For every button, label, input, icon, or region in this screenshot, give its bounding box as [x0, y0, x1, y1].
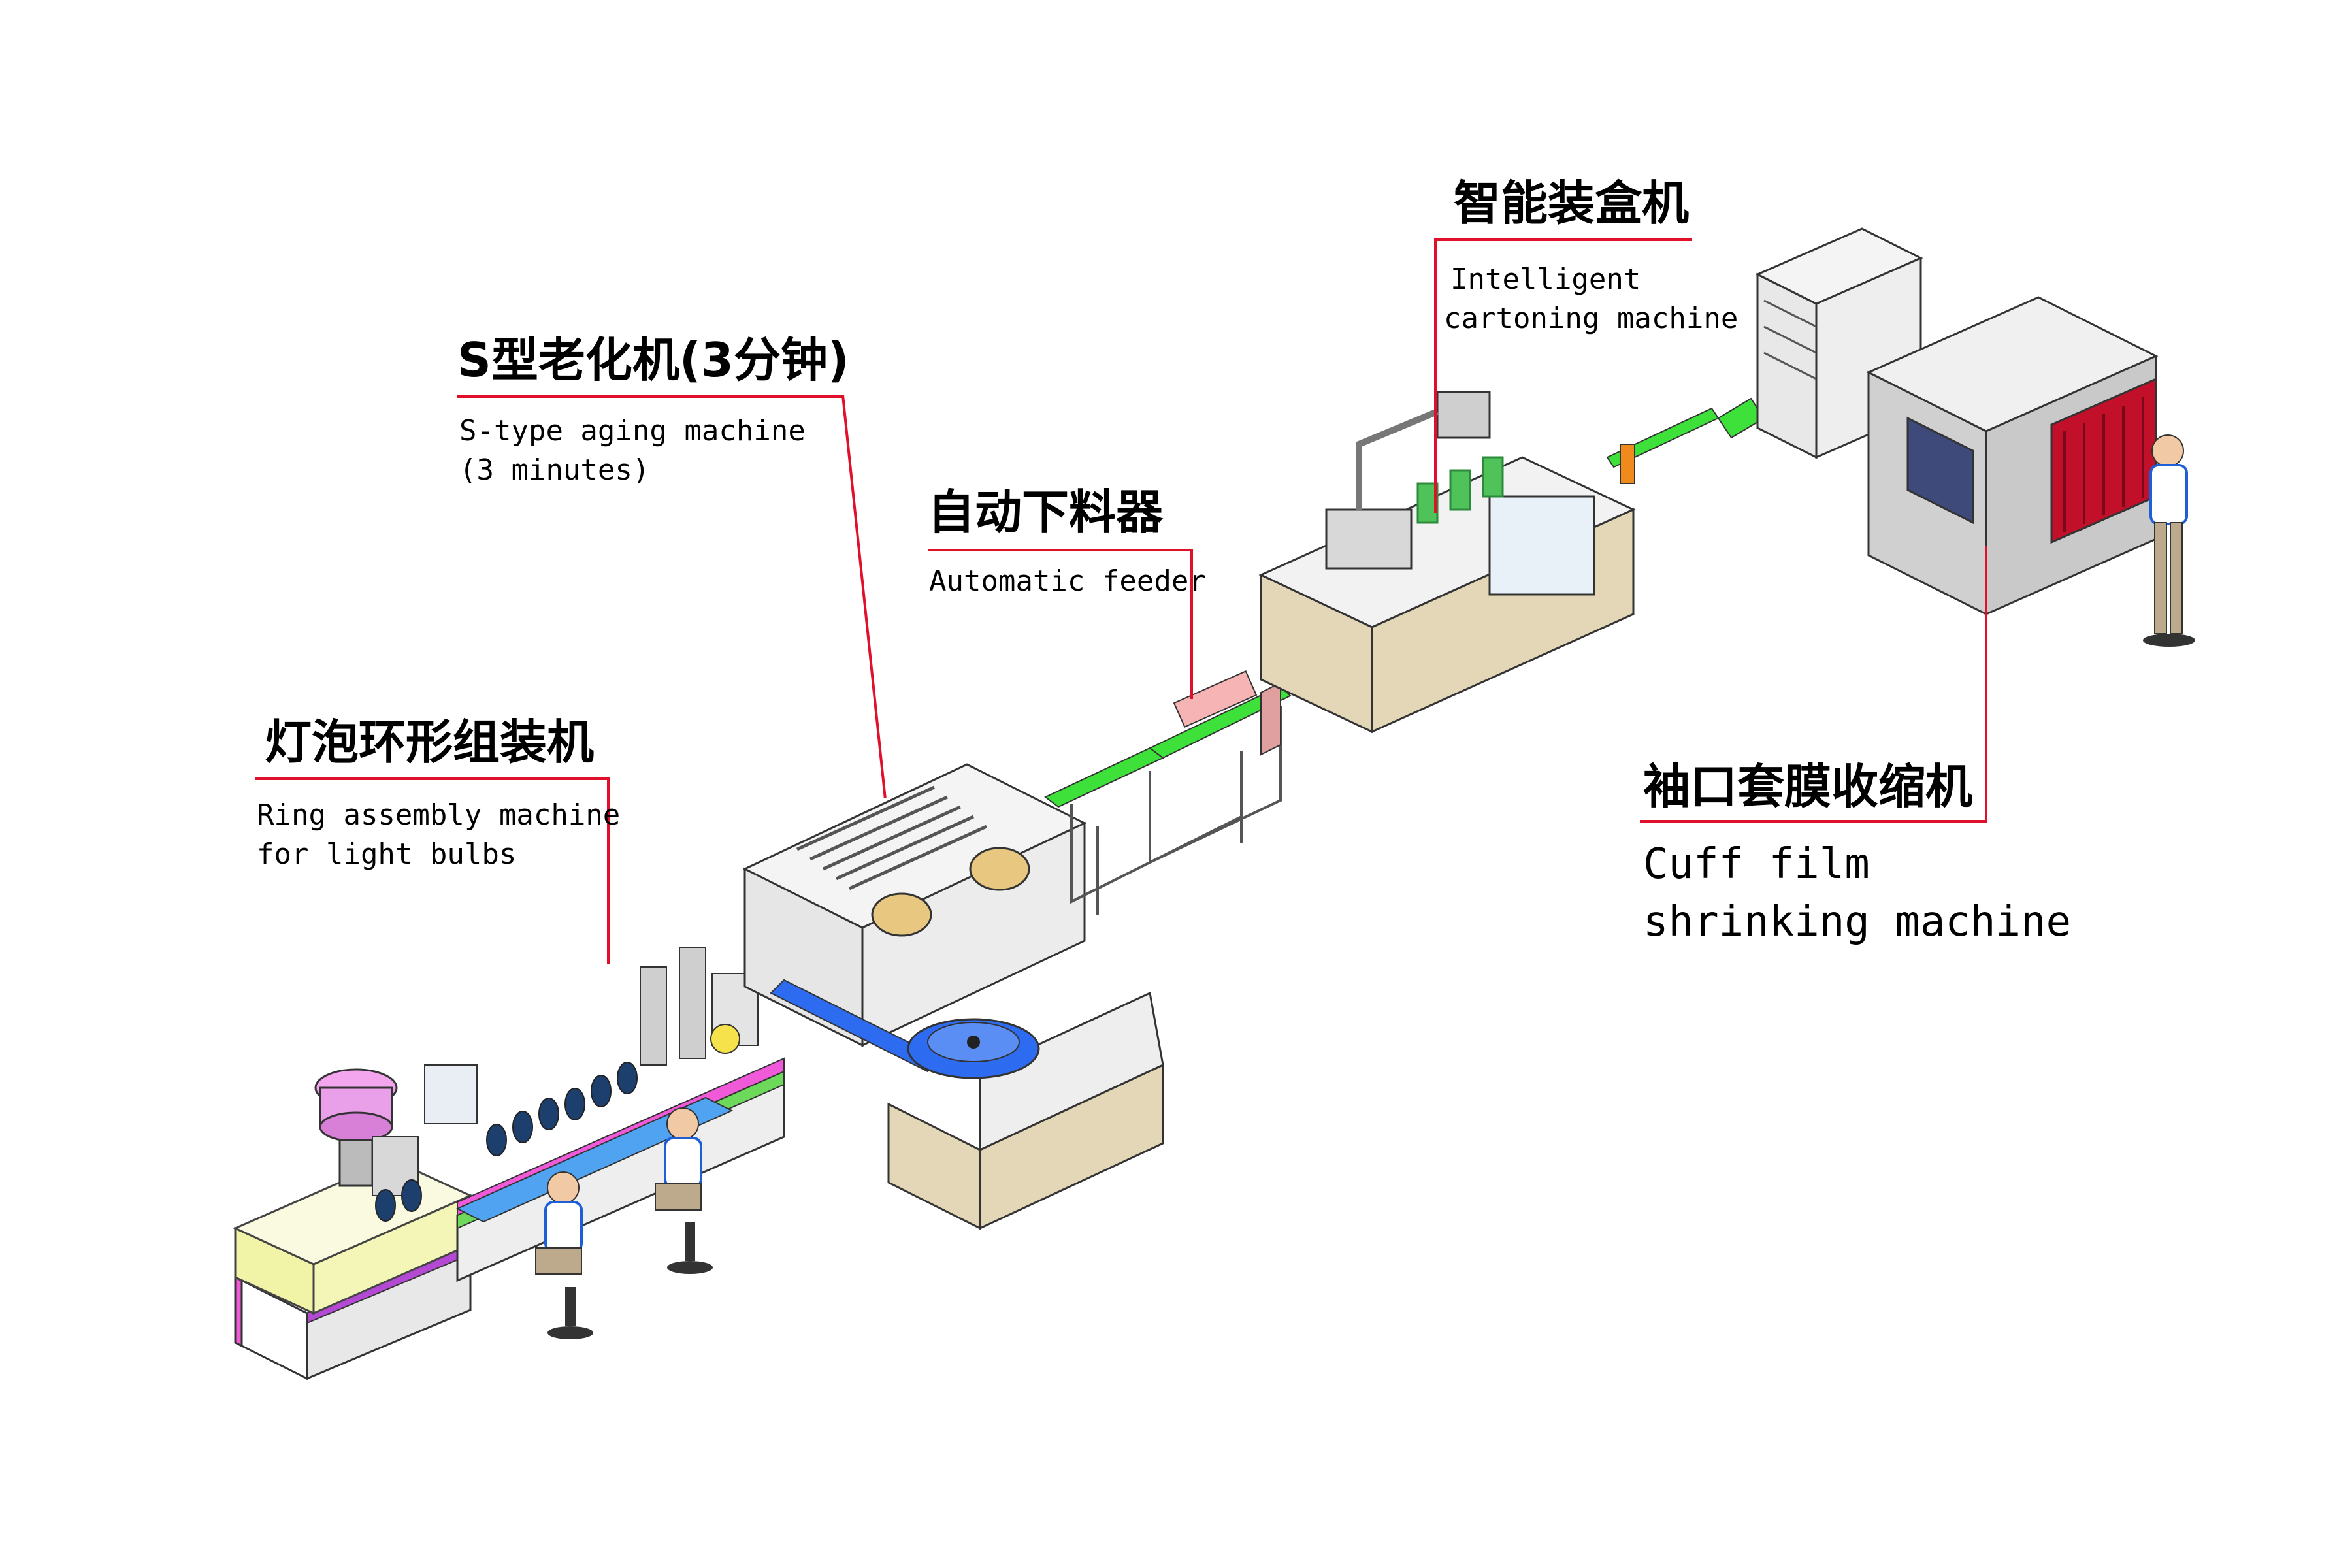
label-aging-en-2: (3 minutes)	[459, 453, 650, 487]
label-ring-zh: 灯泡环形组装机	[265, 715, 595, 770]
leader-line-ring-v	[607, 777, 610, 964]
label-aging-en-1: S-type aging machine	[459, 414, 806, 448]
leader-line-feeder-v	[1190, 549, 1193, 699]
label-cartoning-en-1: Intelligent	[1450, 263, 1641, 296]
conveyor-and-feeder	[1044, 670, 1292, 915]
vibratory-bowl-icon	[314, 1068, 398, 1187]
label-feeder-zh: 自动下料器	[928, 485, 1164, 540]
label-shrink-zh: 袖口套膜收缩机	[1643, 759, 1973, 814]
worker-figure-icon	[2143, 434, 2195, 647]
leader-line-shrink-h	[1640, 820, 1987, 823]
leader-line-aging-h	[457, 395, 843, 398]
label-shrink-en-2: shrinking machine	[1643, 898, 2072, 946]
worker-figure-icon	[655, 1107, 713, 1274]
leader-line-shrink-v	[1985, 546, 1987, 823]
shrink-machine	[1755, 227, 2195, 647]
leader-line-cartoning-h	[1434, 238, 1692, 241]
label-feeder-en-1: Automatic feeder	[929, 564, 1206, 598]
leader-line-cartoning-v	[1434, 238, 1437, 513]
label-aging-zh: S型老化机(3分钟)	[457, 333, 849, 387]
ring-assembly-machine	[233, 947, 785, 1380]
label-cartoning-zh: 智能装盒机	[1454, 176, 1690, 231]
worker-figure-icon	[535, 1171, 593, 1339]
rotary-feeder-cabinet	[887, 991, 1164, 1230]
rotary-table-icon	[907, 1018, 1040, 1079]
leader-line-ring-h	[255, 777, 610, 780]
aging-machine	[742, 763, 1087, 1073]
leader-line-feeder-h	[928, 549, 1192, 551]
label-cartoning-en-2: cartoning machine	[1444, 302, 1739, 335]
cartoning-machine	[1258, 391, 1765, 734]
label-ring-en-2: for light bulbs	[257, 838, 517, 871]
label-shrink-en-1: Cuff film	[1643, 840, 1870, 889]
label-ring-en-1: Ring assembly machine	[257, 798, 621, 832]
